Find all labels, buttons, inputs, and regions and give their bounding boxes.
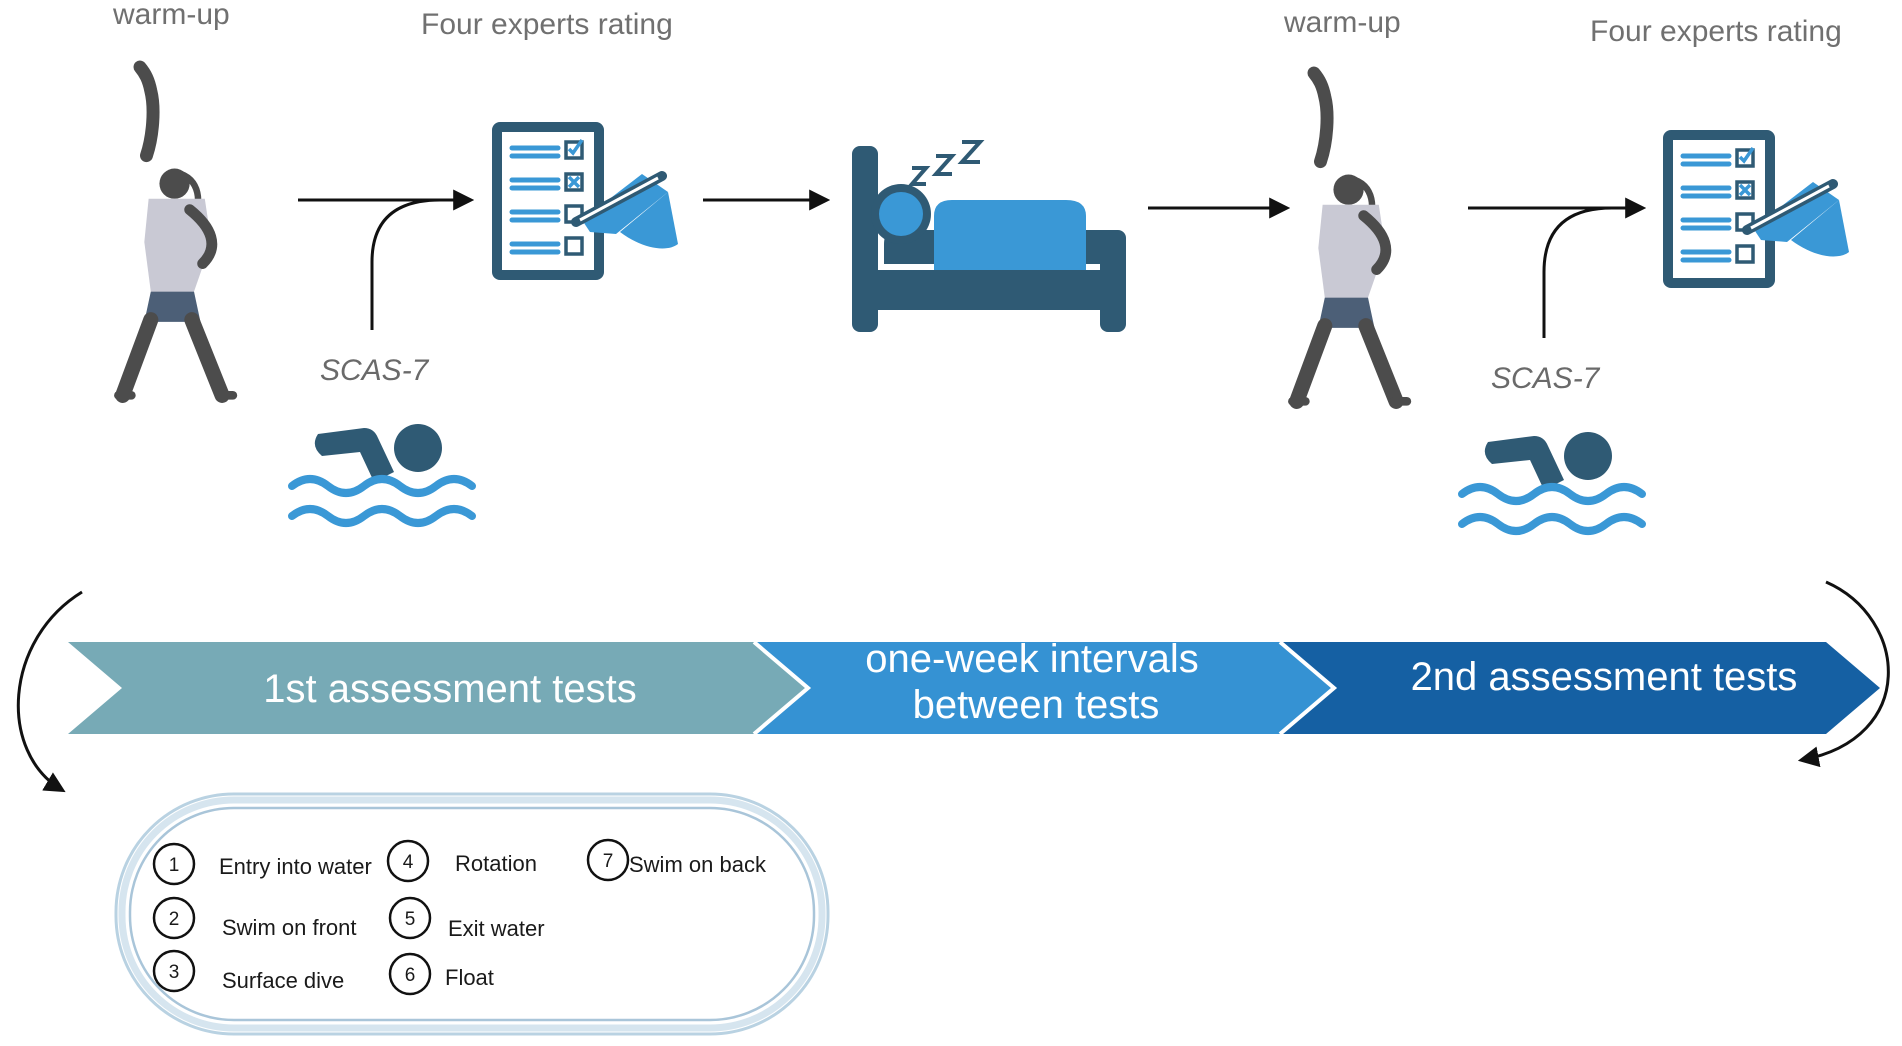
- sleep-bed-icon: [852, 140, 1126, 332]
- step-label: Swim on front: [222, 915, 357, 940]
- step-number: 7: [603, 851, 614, 872]
- step-1: 1 Entry into water: [152, 842, 372, 886]
- step-label: Float: [445, 965, 494, 990]
- scas-label-2: SCAS-7: [1491, 362, 1601, 395]
- scas-merge-arrow-2: [1542, 206, 1613, 338]
- step-2: 2 Swim on front: [152, 896, 357, 940]
- step-5: 5 Exit water: [388, 896, 545, 941]
- swimmer-icon: [292, 424, 472, 523]
- step-number: 3: [169, 962, 180, 983]
- step-4: 4 Rotation: [386, 839, 537, 883]
- timeline-band: 1st assessment tests one-week intervals …: [68, 637, 1880, 736]
- step-3: 3 Surface dive: [152, 949, 344, 993]
- step-6: 6 Float: [388, 952, 494, 996]
- checklist-icon: [492, 122, 678, 280]
- warmup-label-1: warm-up: [112, 0, 230, 31]
- rating-label-1: Four experts rating: [421, 8, 673, 41]
- step-label: Exit water: [448, 916, 545, 941]
- rating-label-2: Four experts rating: [1590, 15, 1842, 48]
- interval-chevron: [754, 642, 1334, 734]
- step-number: 5: [405, 909, 416, 930]
- curved-arrow-left: [16, 590, 83, 793]
- steps-panel: 1 Entry into water 2 Swim on front 3 Sur…: [114, 792, 830, 1036]
- step-number: 6: [405, 965, 416, 986]
- curved-arrow-right: [1797, 580, 1890, 768]
- flow-arrows: [16, 189, 1890, 793]
- phase-2-chevron: [1280, 642, 1880, 734]
- phase-1-chevron: [68, 642, 808, 734]
- phase-1-label: 1st assessment tests: [263, 667, 636, 711]
- warm-up-figure-icon: [1292, 73, 1406, 401]
- interval-label-line-2: between tests: [913, 683, 1160, 727]
- step-label: Entry into water: [219, 854, 372, 879]
- step-label: Swim on back: [629, 852, 767, 877]
- interval-label-line-1: one-week intervals: [865, 637, 1199, 681]
- swimmer-icon: [1462, 432, 1642, 531]
- warmup-label-2: warm-up: [1283, 6, 1401, 39]
- warm-up-figure-icon: [118, 67, 232, 395]
- step-number: 4: [403, 852, 414, 873]
- step-number: 2: [169, 909, 180, 930]
- scas-label-1: SCAS-7: [320, 354, 430, 387]
- step-label: Rotation: [455, 851, 537, 876]
- phase-2-label: 2nd assessment tests: [1411, 655, 1798, 699]
- checklist-icon: [1663, 130, 1849, 288]
- step-label: Surface dive: [222, 968, 344, 993]
- step-7: 7 Swim on back: [586, 838, 767, 882]
- scas-merge-arrow-1: [370, 198, 441, 330]
- step-number: 1: [169, 855, 180, 876]
